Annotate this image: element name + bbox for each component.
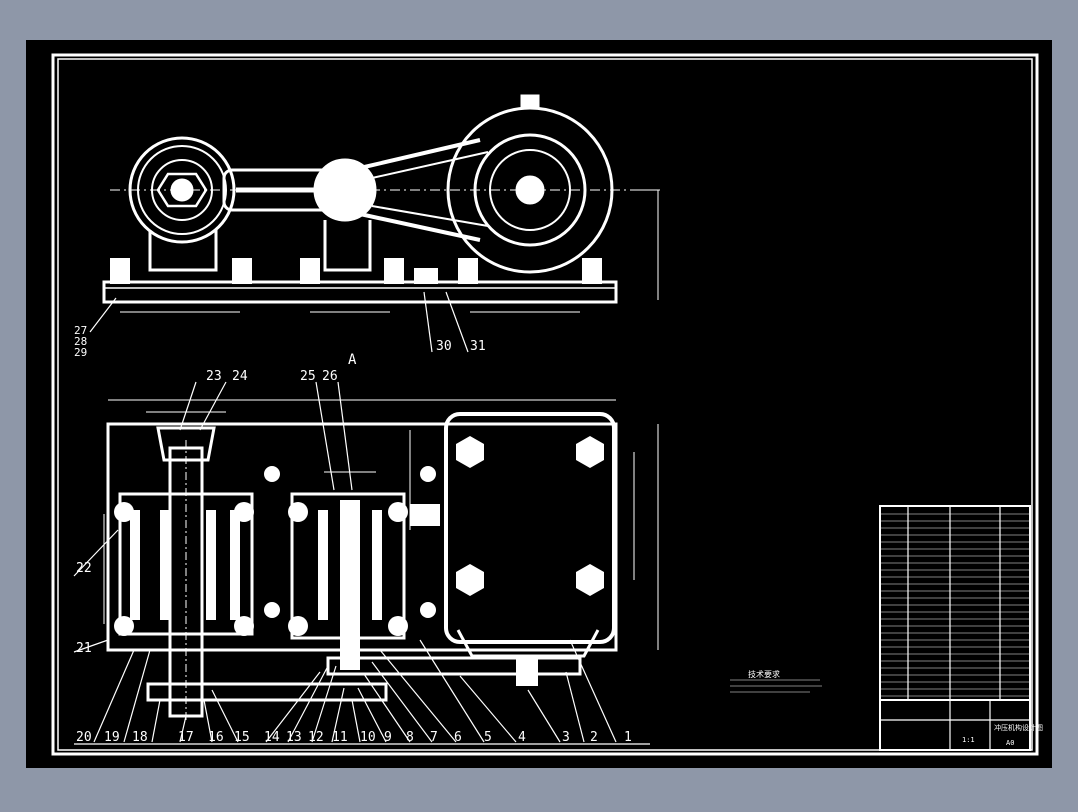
technical-notes: 技术要求 <box>730 669 822 693</box>
lower-lever <box>146 682 388 702</box>
notes-title: 技术要求 <box>748 669 780 679</box>
part-number-9: 9 <box>384 730 392 745</box>
parts-list-rows <box>880 513 1030 697</box>
part-number-25: 25 <box>300 369 316 384</box>
part-number-28: 28 <box>74 335 87 348</box>
part-number-5: 5 <box>484 730 492 745</box>
title-block-sheet: A0 <box>1006 739 1014 747</box>
part-number-24: 24 <box>232 369 248 384</box>
part-number-19: 19 <box>104 730 120 745</box>
title-block-name: 冲压机构设计图 <box>994 723 1043 732</box>
part-number-31: 31 <box>470 339 486 354</box>
part-number-11: 11 <box>332 730 348 745</box>
top-view <box>103 399 659 720</box>
part-number-30: 30 <box>436 339 452 354</box>
part-number-6: 6 <box>454 730 462 745</box>
part-number-17: 17 <box>178 730 194 745</box>
mounting-holes <box>264 466 436 618</box>
leader-lines <box>73 291 650 745</box>
title-block-scale: 1:1 <box>962 736 975 744</box>
part-number-13: 13 <box>286 730 302 745</box>
part-number-29: 29 <box>74 346 87 359</box>
part-number-4: 4 <box>518 730 526 745</box>
part-number-22: 22 <box>76 561 92 576</box>
part-number-20: 20 <box>76 730 92 745</box>
part-number-26: 26 <box>322 369 338 384</box>
part-number-10: 10 <box>360 730 376 745</box>
part-number-3: 3 <box>562 730 570 745</box>
motor-body <box>444 412 616 644</box>
title-block: 冲压机构设计图 1:1 A0 <box>879 505 1043 751</box>
front-base-bolts <box>110 258 602 284</box>
part-number-27: 27 <box>74 324 87 337</box>
part-number-14: 14 <box>264 730 280 745</box>
shaft-nut <box>156 426 216 462</box>
part-number-2: 2 <box>590 730 598 745</box>
part-number-16: 16 <box>208 730 224 745</box>
part-number-23: 23 <box>206 369 222 384</box>
part-number-7: 7 <box>430 730 438 745</box>
front-view <box>102 94 660 313</box>
part-number-15: 15 <box>234 730 250 745</box>
section-marker: A <box>348 352 357 368</box>
front-base-plate <box>102 280 618 304</box>
coupling <box>410 504 440 526</box>
sheet-border <box>51 53 1039 756</box>
part-number-21: 21 <box>76 641 92 656</box>
part-number-1: 1 <box>624 730 632 745</box>
part-number-8: 8 <box>406 730 414 745</box>
part-number-18: 18 <box>132 730 148 745</box>
sheet-inner-border <box>57 58 1033 751</box>
part-number-12: 12 <box>308 730 324 745</box>
